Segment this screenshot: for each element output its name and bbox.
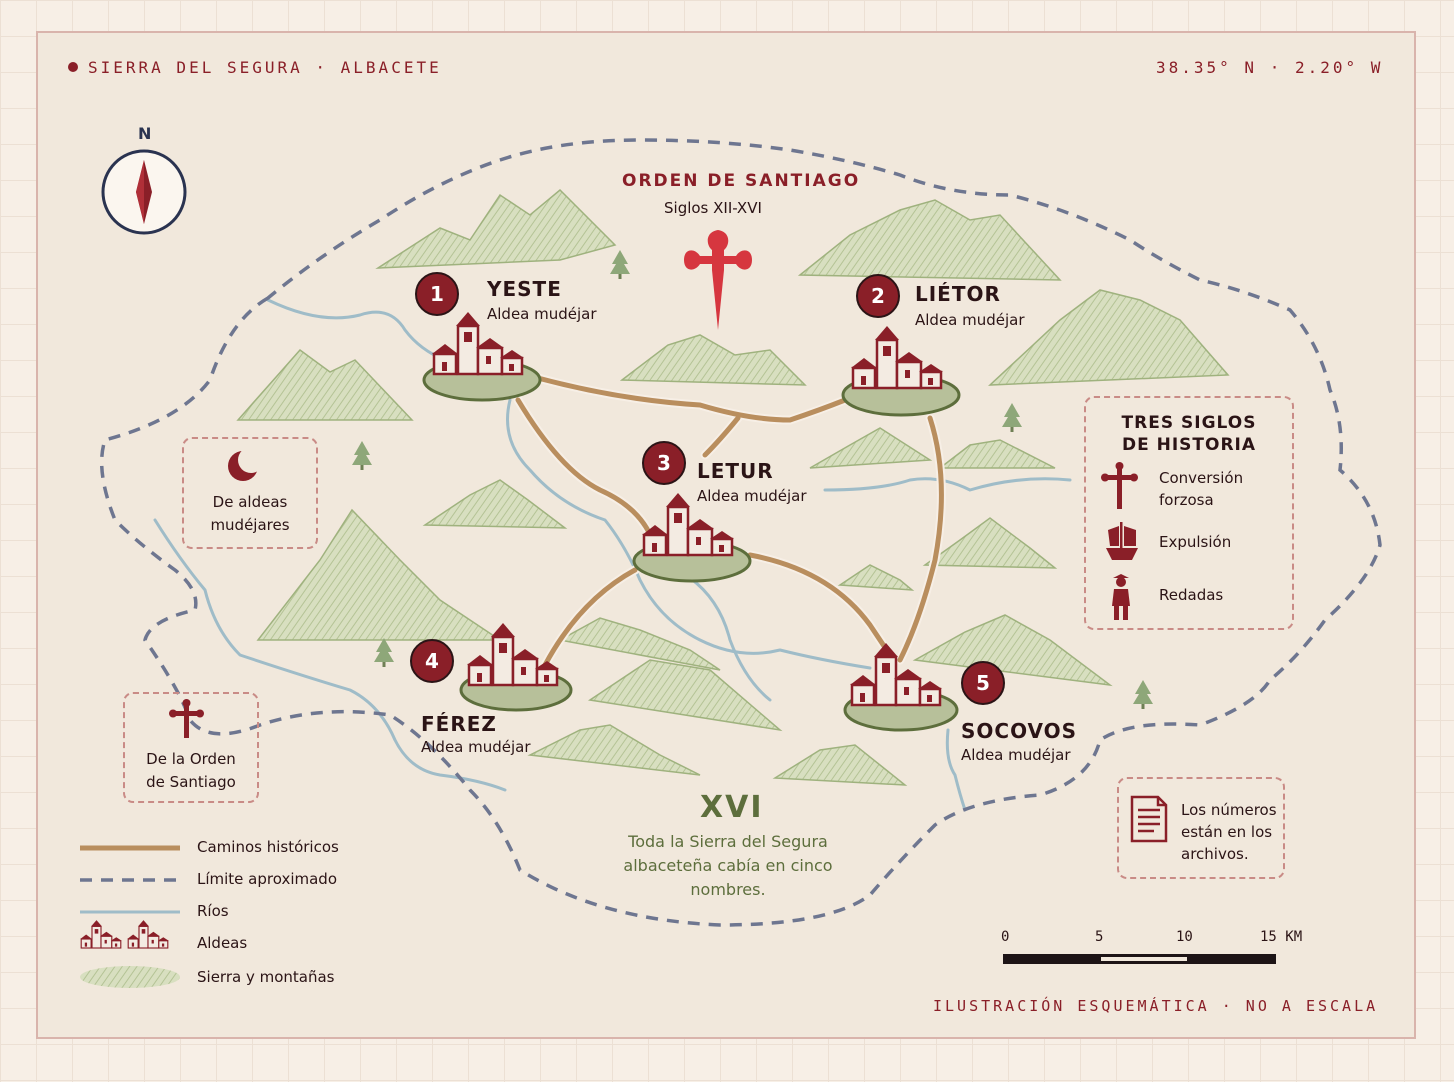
archive-box (1117, 777, 1285, 879)
coords-header: 38.35° N · 2.20° W (1156, 58, 1384, 77)
marker-3: 3 (642, 441, 686, 485)
compass-icon (101, 149, 187, 235)
mudejar-box-line2: mudéjares (210, 516, 290, 534)
order-box-line1: De la Orden (146, 750, 236, 768)
legend-swatches (79, 845, 180, 988)
town-type-socovos: Aldea mudéjar (961, 746, 1071, 764)
history-title: TRES SIGLOS DE HISTORIA (1084, 412, 1294, 456)
mudejar-box-line1: De aldeas (212, 493, 288, 511)
century-line3: nombres. (690, 880, 766, 899)
marker-2-num: 2 (871, 284, 885, 308)
marker-4-num: 4 (425, 649, 439, 673)
history-cross-icon (1101, 462, 1138, 509)
header-dot-icon (68, 62, 78, 72)
town-type-lietor: Aldea mudéjar (915, 311, 1025, 329)
region-label: SIERRA DEL SEGURA · ALBACETE (88, 58, 442, 77)
footer-note: ILUSTRACIÓN ESQUEMÁTICA · NO A ESCALA (933, 997, 1379, 1015)
compass-label: N (138, 124, 152, 143)
history-item-conversion-line2: forzosa (1159, 491, 1214, 509)
marker-5: 5 (961, 661, 1005, 705)
archive-box-text: Los números están en los archivos. (1181, 799, 1277, 865)
legend-mountains: Sierra y montañas (197, 968, 335, 986)
marker-4: 4 (410, 639, 454, 683)
mountains (236, 188, 1230, 786)
region-header: SIERRA DEL SEGURA · ALBACETE (68, 58, 442, 77)
marker-2: 2 (856, 274, 900, 318)
scale-tick-0: 0 (1001, 929, 1010, 945)
cross-of-santiago-icon (684, 230, 752, 330)
order-title: ORDEN DE SANTIAGO (622, 171, 861, 191)
town-name-lietor: LIÉTOR (915, 282, 1001, 306)
history-item-redadas: Redadas (1159, 586, 1224, 604)
archive-box-line2: están en los (1181, 823, 1273, 841)
document-icon (1130, 795, 1168, 843)
order-box (123, 692, 259, 803)
marker-5-num: 5 (976, 671, 990, 695)
town-type-letur: Aldea mudéjar (697, 487, 807, 505)
history-item-conversion-line1: Conversión (1159, 469, 1244, 487)
order-cross-icon (169, 699, 204, 738)
order-box-line2: de Santiago (146, 773, 236, 791)
legend-roads: Caminos históricos (197, 838, 339, 856)
century-line2: albaceteña cabía en cinco (623, 856, 833, 875)
legend-villages: Aldeas (197, 934, 248, 952)
scale-tick-15: 15 KM (1260, 929, 1303, 945)
archive-box-line3: archivos. (1181, 845, 1249, 863)
order-subtitle: Siglos XII-XVI (664, 199, 762, 217)
town-markers: 1 2 3 4 5 (410, 272, 1005, 705)
history-item-conversion: Conversión forzosa (1159, 467, 1243, 511)
ship-icon (1106, 522, 1138, 560)
mudejar-box (182, 437, 318, 549)
town-name-ferez: FÉREZ (421, 712, 497, 736)
town-name-socovos: SOCOVOS (961, 719, 1078, 743)
soldier-icon (1112, 574, 1130, 620)
history-title-line1: TRES SIGLOS (1121, 413, 1257, 433)
historic-roads (513, 373, 946, 670)
legend-rivers: Ríos (197, 902, 229, 920)
archive-box-line1: Los números (1181, 801, 1277, 819)
century-line1: Toda la Sierra del Segura (628, 832, 828, 851)
town-name-letur: LETUR (697, 459, 774, 483)
town-type-ferez: Aldea mudéjar (421, 738, 531, 756)
marker-1: 1 (415, 272, 459, 316)
crescent-icon (228, 447, 264, 481)
mudejar-box-text: De aldeas mudéjares (182, 491, 318, 537)
marker-3-num: 3 (657, 451, 671, 475)
scale-bar (1003, 954, 1276, 964)
legend-boundary: Límite aproximado (197, 870, 337, 888)
marker-1-num: 1 (430, 282, 444, 306)
town-name-yeste: YESTE (487, 277, 562, 301)
history-item-expulsion: Expulsión (1159, 533, 1232, 551)
scale-tick-5: 5 (1095, 929, 1104, 945)
history-box (1084, 396, 1294, 630)
town-type-yeste: Aldea mudéjar (487, 305, 597, 323)
order-box-text: De la Orden de Santiago (123, 748, 259, 794)
history-title-line2: DE HISTORIA (1121, 435, 1257, 455)
scale-tick-10: 10 (1176, 929, 1193, 945)
century-label: XVI (700, 790, 764, 825)
century-description: Toda la Sierra del Segura albaceteña cab… (600, 830, 856, 902)
approx-boundary (99, 138, 1382, 927)
